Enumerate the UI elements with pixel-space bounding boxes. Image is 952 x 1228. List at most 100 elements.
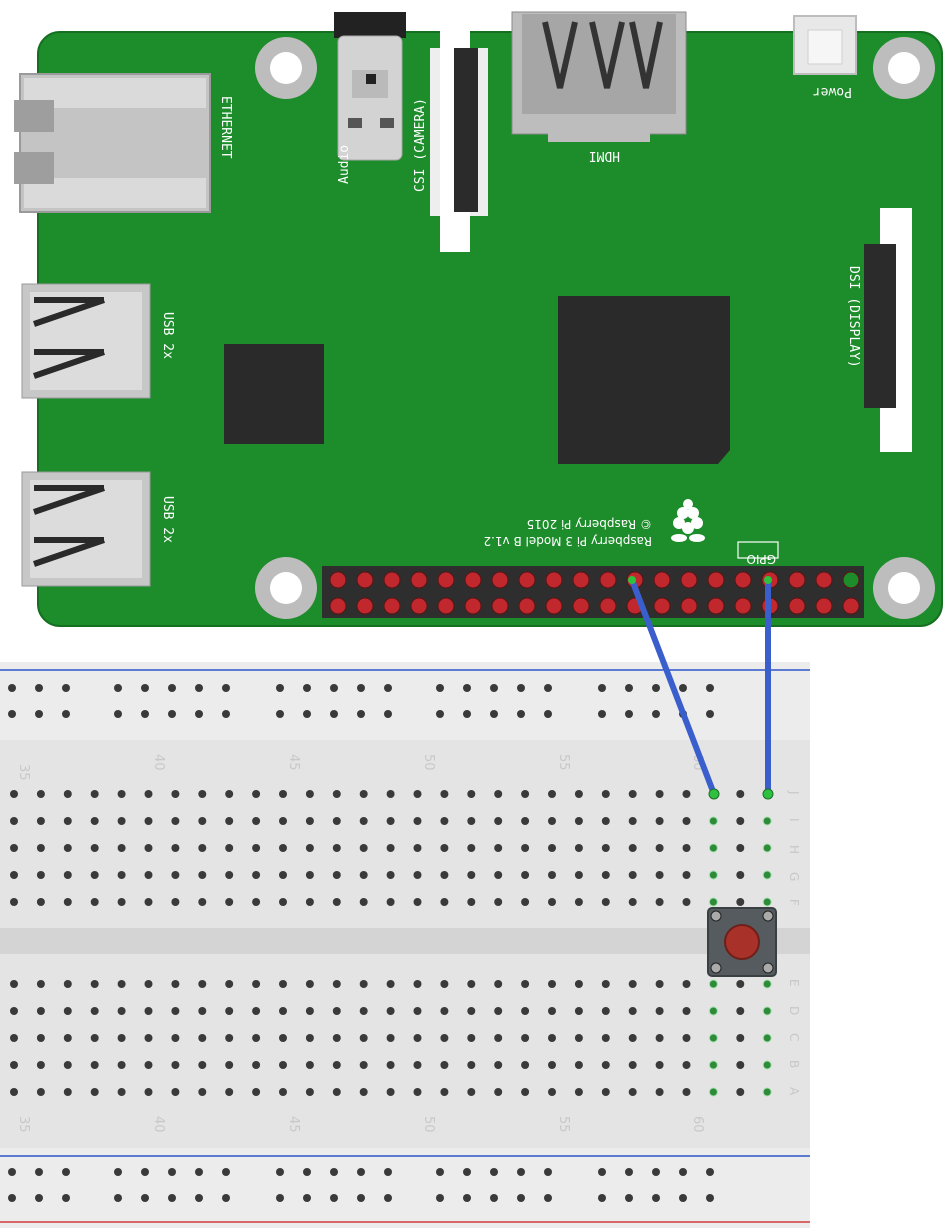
breadboard-hole [332,817,341,825]
wire-1[interactable] [629,577,717,797]
breadboard-hole [225,1034,234,1042]
breadboard-hole [655,871,664,879]
gpio-pin [545,571,563,589]
breadboard-hole [252,1061,261,1069]
column-number-50-bottom: 50 [421,1116,436,1133]
gpio-pin [572,597,590,615]
column-number-40-top: 40 [151,754,166,771]
breadboard-hole [467,1034,476,1042]
breadboard-hole [628,817,637,825]
button-cap-icon [724,924,760,960]
ethernet-port [14,73,211,213]
breadboard-hole [625,684,633,692]
breadboard-hole [762,870,772,880]
breadboard-hole [63,817,72,825]
breadboard-hole [252,817,261,825]
breadboard-hole [36,980,45,988]
breadboard-hole [117,1088,126,1096]
breadboard-hole [762,1033,772,1043]
column-number-35-bottom: 35 [16,1116,31,1133]
gpio-pin [815,597,833,615]
breadboard-hole [359,790,368,798]
breadboard-hole [736,790,745,798]
raspberry-pi-board: ETHERNET Audio CSI (CAMERA) HDMI [14,11,943,627]
breadboard-hole [625,710,633,718]
breadboard-hole [279,871,287,879]
gpio-pin [356,597,374,615]
breadboard-hole [494,898,503,906]
breadboard-hole [625,1194,633,1202]
breadboard-hole [10,844,18,852]
breadboard-hole [494,1034,503,1042]
breadboard-hole [517,684,525,692]
breadboard-hole [90,790,99,798]
breadboard-hole [574,844,583,852]
breadboard-hole [682,898,691,906]
breadboard-hole [10,817,18,825]
breadboard-hole [8,684,16,692]
gpio-pin [410,597,428,615]
gpio-pin [734,597,752,615]
breadboard-hole [359,844,368,852]
breadboard-hole [305,1007,314,1015]
breadboard-hole [144,1061,153,1069]
breadboard-hole [440,1061,449,1069]
usb-label-1: USB 2x [160,312,175,359]
breadboard-hole [762,1060,772,1070]
breadboard-hole [521,1061,530,1069]
breadboard-hole [195,1194,203,1202]
breadboard-hole [35,1194,43,1202]
breadboard-hole [141,1194,149,1202]
breadboard-hole [601,1088,610,1096]
gpio-pin [653,571,671,589]
breadboard-hole [628,790,637,798]
breadboard-hole [574,871,583,879]
breadboard-hole [652,710,660,718]
breadboard-hole [144,1007,153,1015]
breadboard-hole [440,871,449,879]
breadboard-hole [276,1168,284,1176]
breadboard-hole [490,710,498,718]
soc-chip [558,296,730,464]
breadboard-hole [222,1168,230,1176]
breadboard-hole [679,684,687,692]
breadboard-hole [548,898,556,906]
breadboard-hole [762,1006,772,1016]
breadboard-hole [90,1007,99,1015]
breadboard-hole [655,1007,664,1015]
row-letter-f: F [787,899,801,906]
breadboard-hole [279,844,287,852]
breadboard-hole [144,844,153,852]
breadboard-hole [90,1034,99,1042]
breadboard-hole [762,1087,772,1097]
breadboard-hole [548,871,556,879]
breadboard-hole [10,1061,18,1069]
model-line-1: © Raspberry Pi 2015 [527,517,652,531]
breadboard-hole [601,844,610,852]
gpio-pin [545,597,563,615]
breadboard-hole [736,898,745,906]
breadboard-hole [467,844,476,852]
breadboard-hole [601,1034,610,1042]
breadboard-hole [413,817,422,825]
gpio-pin [788,597,806,615]
usb-label-2: USB 2x [160,496,175,543]
gpio-pin [383,571,401,589]
breadboard-hole [628,871,637,879]
gpio-pin [437,571,455,589]
breadboard-hole [706,710,714,718]
breadboard-hole [279,1034,287,1042]
push-button[interactable] [707,907,777,977]
breadboard-hole [708,843,718,853]
breadboard-hole [171,1034,180,1042]
breadboard-hole [332,790,341,798]
gpio-pin [680,571,698,589]
gpio-pin [734,571,752,589]
breadboard-hole [628,980,637,988]
gpio-pin [491,571,509,589]
gpio-pin [842,571,860,589]
breadboard-hole [386,790,395,798]
breadboard-hole [144,1034,153,1042]
breadboard-hole [36,1061,45,1069]
breadboard-hole [521,980,530,988]
